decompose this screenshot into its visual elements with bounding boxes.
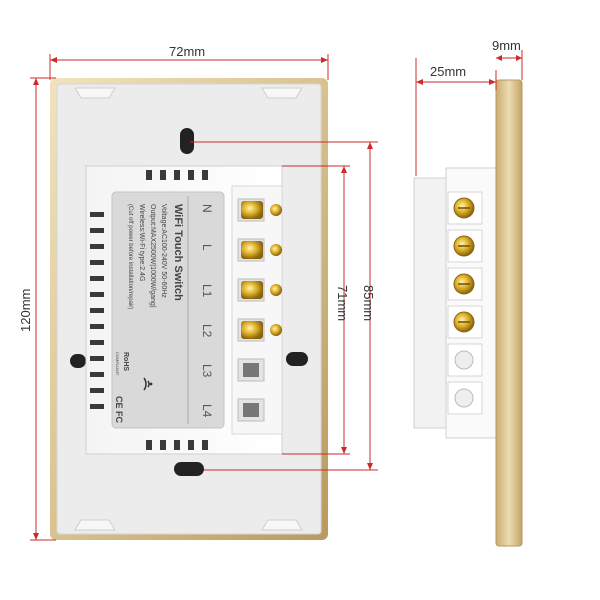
- label-line4: (Cut off power before installation/repai…: [127, 204, 133, 309]
- front-view: WiFi Touch Switch Voltage:AC100-240V 50-…: [50, 78, 328, 540]
- wifi-icon: [143, 377, 153, 391]
- mount-slot-top: [180, 128, 194, 154]
- terminal-screw-head: [270, 244, 282, 256]
- mount-slot-left: [70, 354, 86, 368]
- terminal-screw: [241, 201, 263, 219]
- dim-side-depth: 25mm: [430, 64, 466, 79]
- label-rohs: RoHS: [122, 352, 129, 371]
- side-view: [413, 79, 523, 547]
- frame-clips: [74, 87, 303, 531]
- side-gold-plate: [495, 79, 523, 547]
- dimension-lines: [30, 50, 523, 541]
- terminal-label-l1: L1: [200, 284, 214, 298]
- terminal-label-l2: L2: [200, 324, 214, 338]
- terminal-screw-head: [270, 204, 282, 216]
- product-label: WiFi Touch Switch Voltage:AC100-240V 50-…: [111, 191, 225, 429]
- terminal-screw-head: [270, 324, 282, 336]
- label-rohs-sub: COMPLIANT: [115, 352, 120, 376]
- terminal-screw: [241, 241, 263, 259]
- dim-module-inner: 71mm: [335, 285, 350, 321]
- label-marks: CE FC: [114, 396, 124, 424]
- mount-slot-right: [286, 352, 308, 366]
- mount-slot-bottom: [174, 462, 204, 476]
- terminal-screw: [241, 321, 263, 339]
- terminal-hole: [243, 363, 259, 377]
- side-vents: [90, 212, 104, 409]
- terminal-hole: [243, 403, 259, 417]
- side-hole: [454, 350, 474, 370]
- dim-front-width: 72mm: [169, 44, 205, 59]
- label-line2: Output:MAX2500W|1000W/gang|: [149, 204, 156, 308]
- switch-module: WiFi Touch Switch Voltage:AC100-240V 50-…: [85, 165, 283, 455]
- terminal-screw-head: [270, 284, 282, 296]
- terminal-screw: [241, 281, 263, 299]
- terminal-label-l: L: [200, 244, 214, 251]
- dim-front-height: 120mm: [18, 289, 33, 332]
- label-line1: Voltage:AC100-240V 50-60Hz: [160, 204, 167, 298]
- label-title: WiFi Touch Switch: [172, 204, 184, 301]
- dimension-arrows: [33, 55, 522, 540]
- dim-module-outer: 85mm: [361, 285, 376, 321]
- side-hole: [454, 388, 474, 408]
- label-line3: Wireless:Wi-Fi type:2.4G: [138, 204, 145, 281]
- terminal-label-l3: L3: [200, 364, 214, 378]
- dim-side-plate: 9mm: [492, 38, 521, 53]
- terminal-label-n: N: [200, 204, 214, 213]
- terminal-label-l4: L4: [200, 404, 214, 418]
